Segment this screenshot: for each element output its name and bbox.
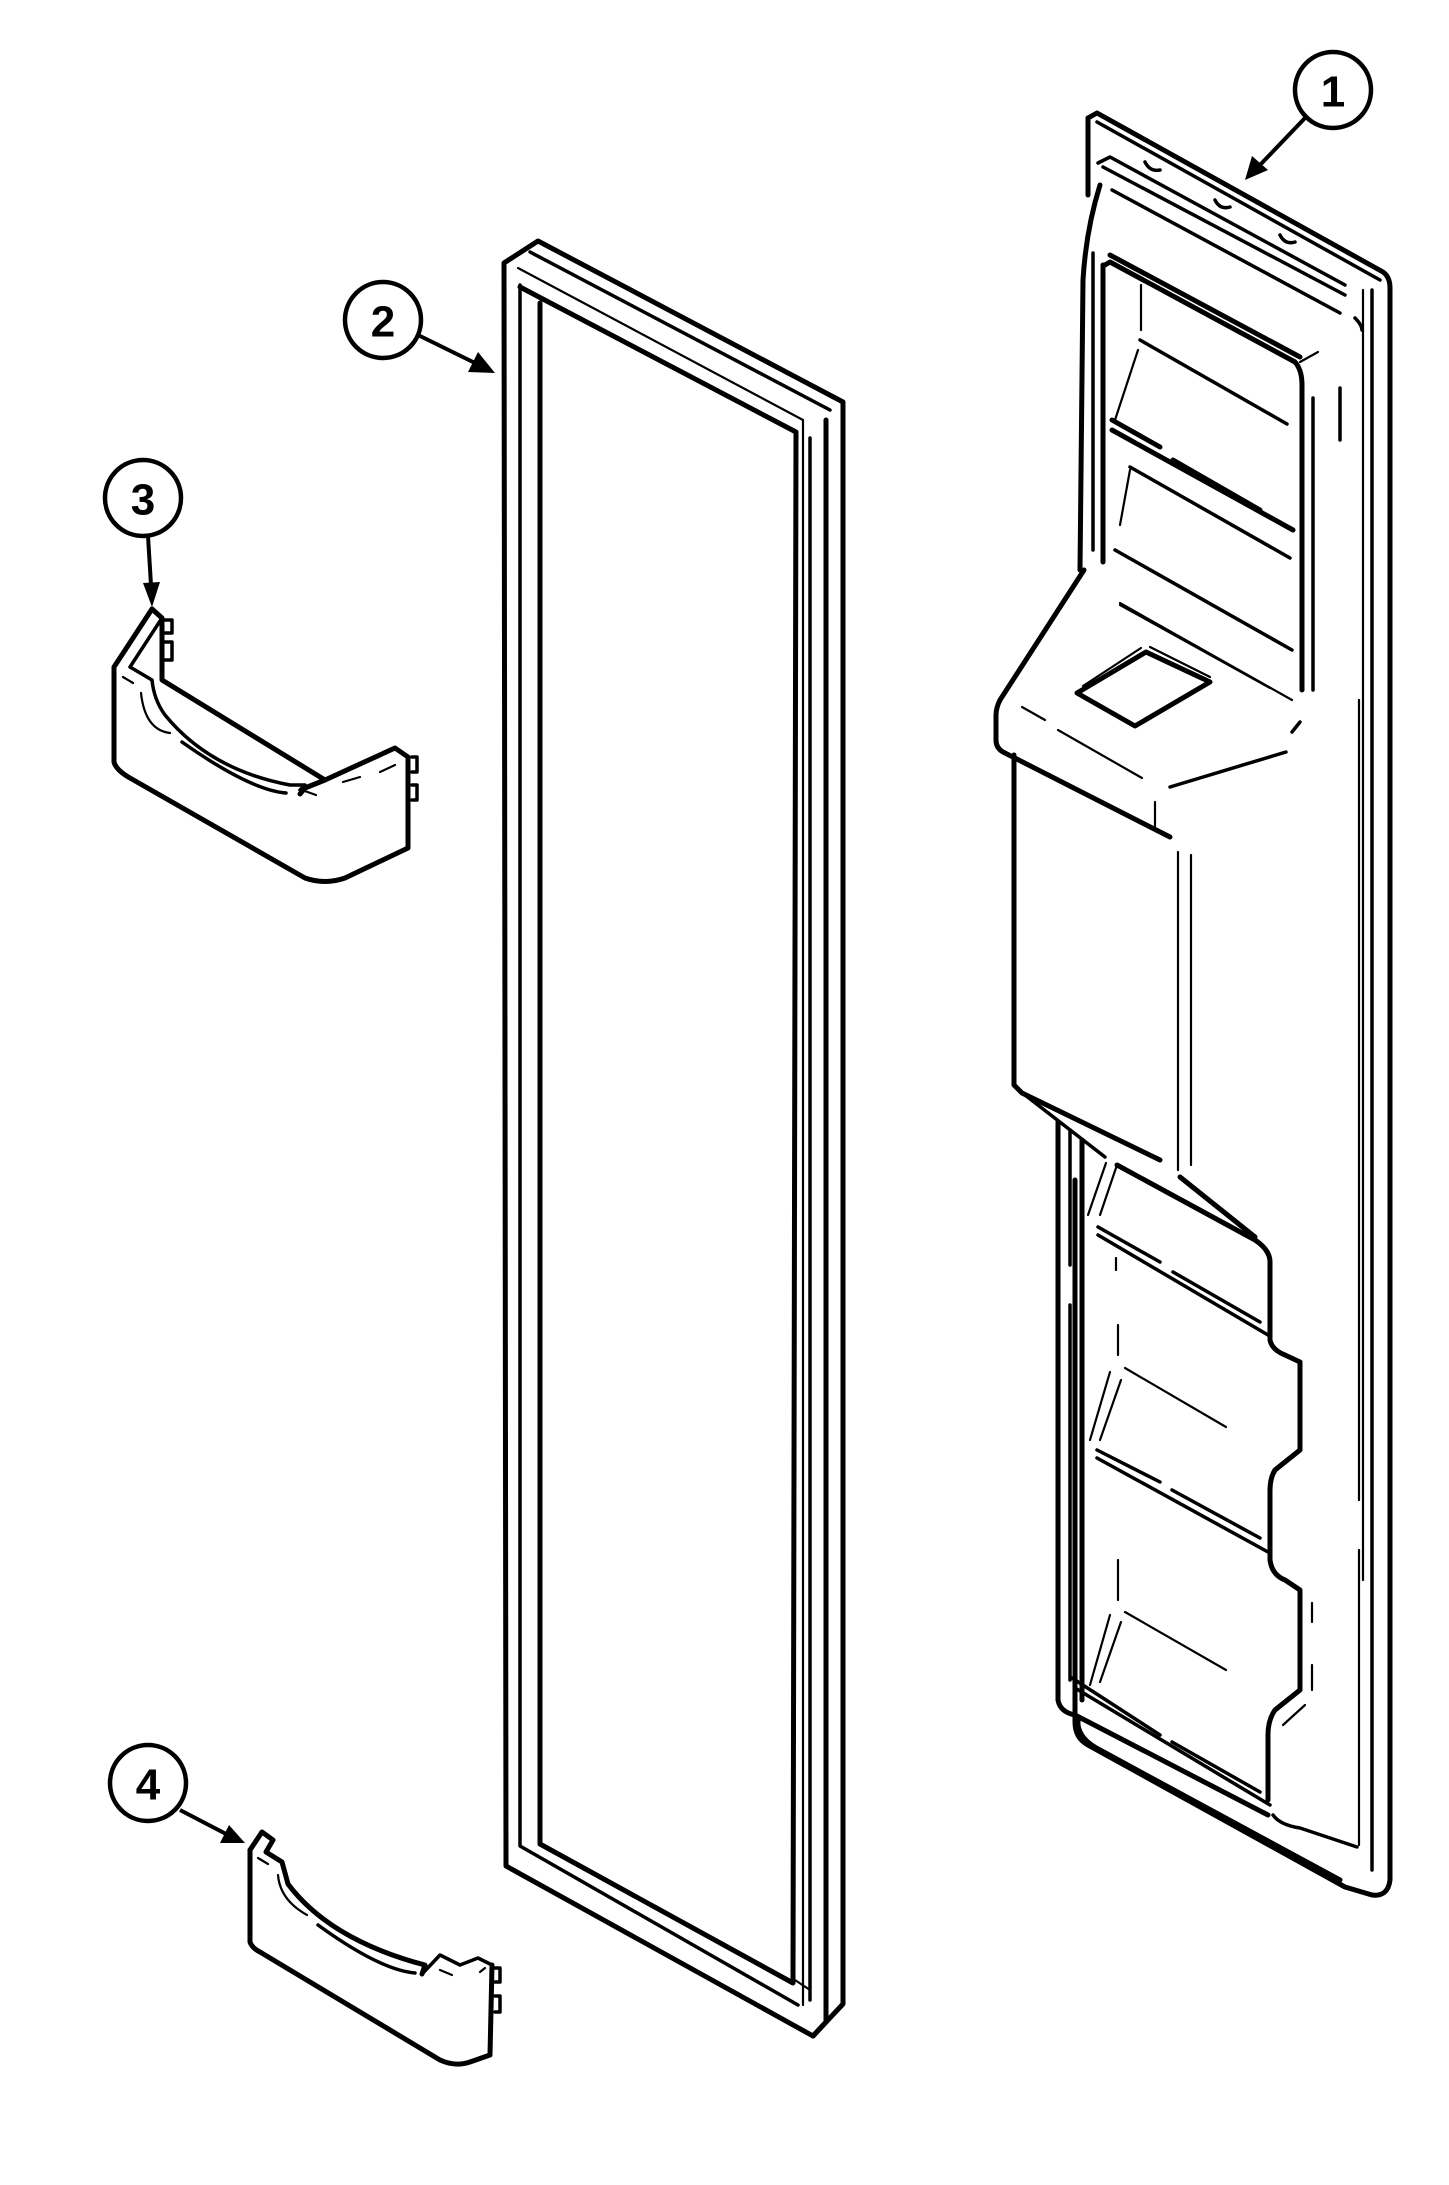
callout-3: 3 <box>102 457 184 607</box>
door-gasket <box>501 238 846 2039</box>
arrowhead-icon <box>1245 156 1268 180</box>
callout-circle <box>102 457 184 539</box>
door-bin-large <box>111 606 419 884</box>
leader-arrow <box>417 333 476 365</box>
arrowhead-icon <box>220 1825 245 1843</box>
arrowhead-icon <box>468 352 495 373</box>
callout-4: 4 <box>107 1742 245 1843</box>
door-bin-small <box>247 1829 502 2067</box>
callout-number: 3 <box>131 476 155 525</box>
callout-number: 2 <box>371 298 395 347</box>
door-panel <box>993 110 1393 1898</box>
leader-arrow <box>146 535 153 586</box>
arrowhead-icon <box>143 582 160 607</box>
callout-circle <box>107 1742 189 1824</box>
callout-number: 4 <box>136 1761 161 1810</box>
callout-1: 1 <box>1245 49 1374 180</box>
leader-arrow <box>179 1808 229 1837</box>
callout-circle <box>342 279 424 361</box>
callout-2: 2 <box>342 279 495 373</box>
callout-number: 1 <box>1321 68 1345 117</box>
callout-circle <box>1292 49 1374 131</box>
leader-arrow <box>1258 116 1307 167</box>
